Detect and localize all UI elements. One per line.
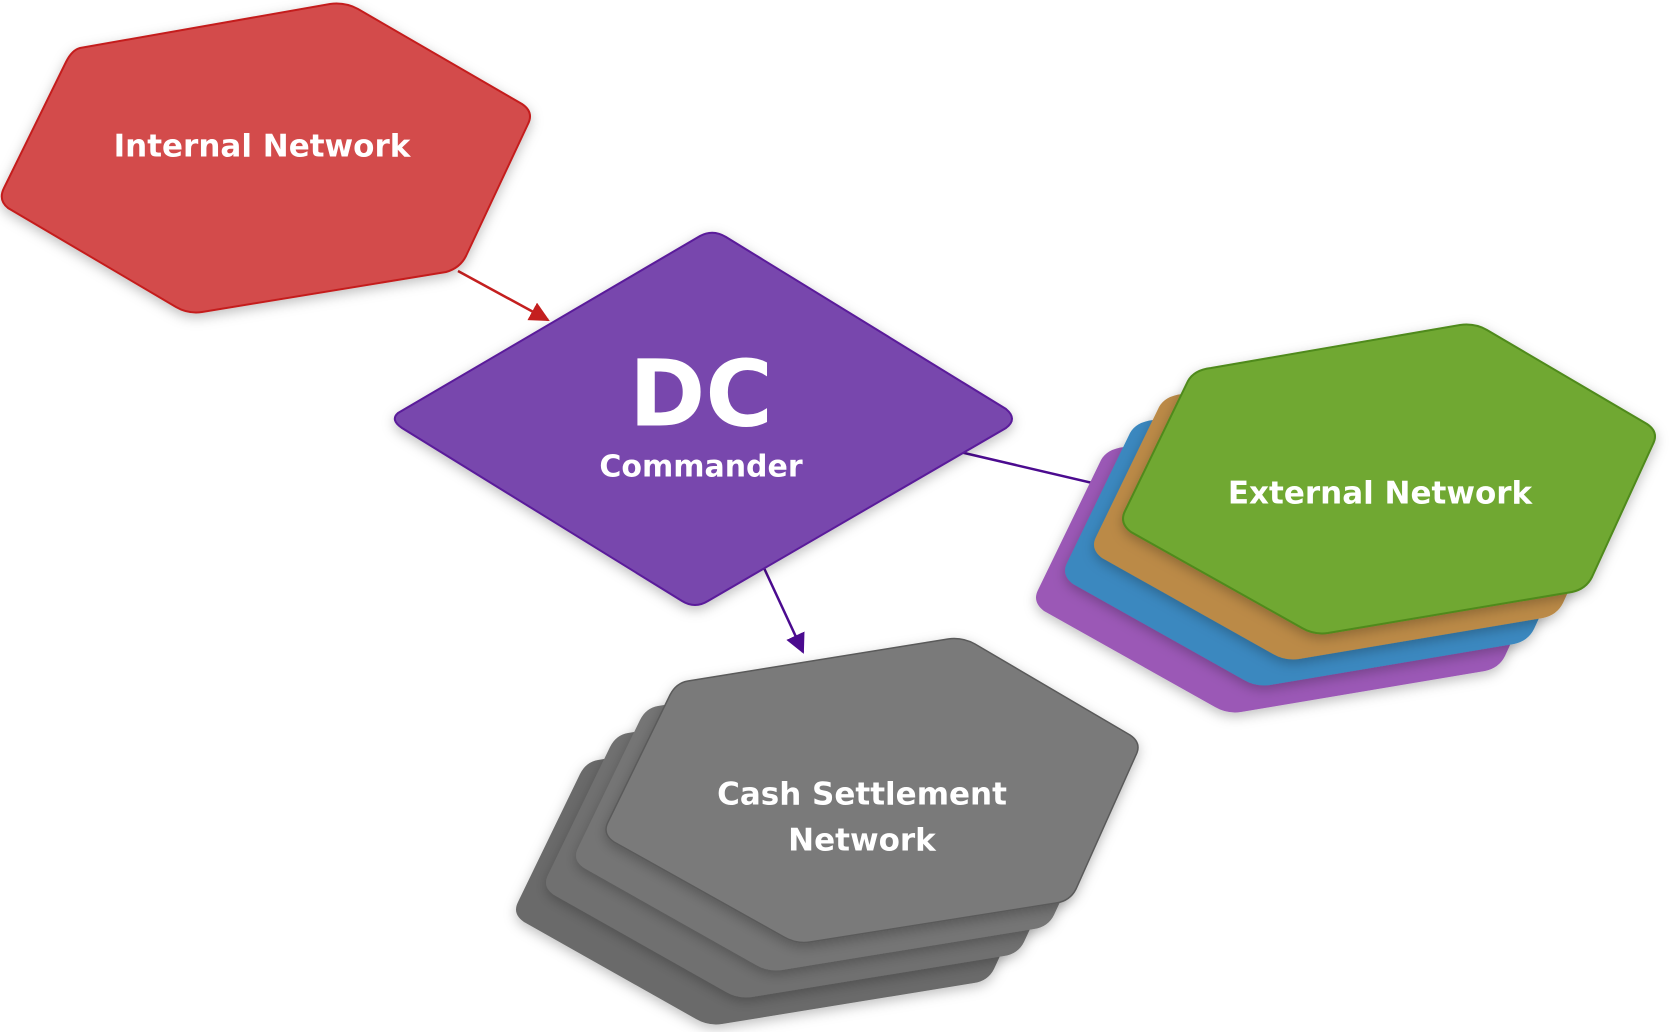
node-dc-commander: DC Commander: [393, 231, 1013, 606]
node-cash-settlement-network: Cash Settlement Network: [516, 637, 1139, 1025]
internal-network-shape: [0, 2, 531, 314]
node-internal-network: Internal Network: [0, 2, 531, 314]
external-network-label: External Network: [1228, 476, 1534, 512]
cash-settlement-label-line2: Network: [788, 823, 937, 859]
cash-settlement-label-line1: Cash Settlement: [717, 777, 1007, 813]
dc-title: DC: [629, 340, 773, 447]
edge-internal-to-dc: [457, 269, 550, 322]
edge-dc-to-cash: [762, 567, 805, 654]
node-external-network: External Network: [1036, 323, 1656, 713]
cash-settlement-layer-1: [605, 637, 1139, 944]
external-network-layer-1: [1122, 323, 1656, 635]
internal-network-label: Internal Network: [114, 129, 412, 165]
dc-subtitle: Commander: [599, 450, 803, 485]
dc-commander-shape: [393, 231, 1013, 606]
